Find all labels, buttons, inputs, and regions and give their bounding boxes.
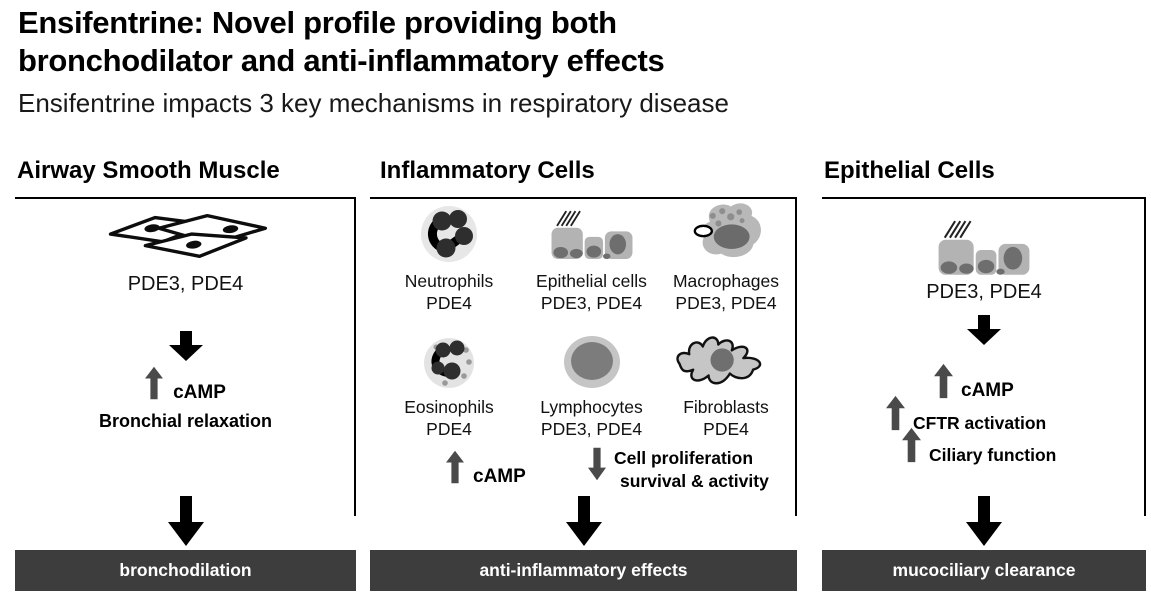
- eosinophil-icon: [421, 327, 477, 391]
- outcome-bar-bronchodilation: bronchodilation: [15, 550, 356, 591]
- smooth-muscle-icon: [15, 205, 356, 270]
- macrophage-icon: [686, 201, 766, 265]
- down-arrow-icon: [15, 331, 356, 361]
- camp-increase-effect: cAMP: [15, 366, 356, 405]
- cell-proliferation-label: Cell proliferation survival & activity: [614, 448, 769, 491]
- cell-name: Fibroblasts: [683, 397, 769, 417]
- up-arrow-icon: [934, 363, 953, 404]
- up-arrow-icon: [886, 395, 905, 436]
- cell-name: Epithelial cells: [536, 271, 647, 291]
- ciliary-function-label: Ciliary function: [929, 445, 1057, 465]
- page-title: Ensifentrine: Novel profile providing bo…: [18, 4, 665, 80]
- up-arrow-icon: [446, 450, 464, 489]
- page-title-line2: bronchodilator and anti-inflammatory eff…: [18, 43, 665, 78]
- camp-label: cAMP: [173, 382, 226, 403]
- enzyme-label: PDE3, PDE4: [127, 273, 244, 295]
- up-arrow-icon: [902, 427, 921, 468]
- camp-increase-effect: cAMP: [934, 363, 1014, 404]
- column-airway-smooth-muscle: Airway Smooth Muscle PDE3, PDE4: [15, 155, 356, 614]
- camp-increase-effect: cAMP: [446, 450, 526, 489]
- cell-name: Macrophages: [672, 271, 780, 291]
- column-frame: [15, 197, 356, 516]
- cell-name: Eosinophils: [404, 397, 494, 417]
- column-inflammatory-cells: Inflammatory Cells Neutrophils PDE4: [370, 155, 797, 614]
- neutrophil-icon: [418, 201, 480, 265]
- column-epithelial-cells: Epithelial Cells PDE3,: [822, 155, 1146, 614]
- cell-enzymes: PDE3, PDE4: [540, 293, 643, 313]
- cell-name: Neutrophils: [404, 271, 494, 291]
- cell-proliferation-decrease-effect: Cell proliferation survival & activity: [588, 447, 769, 493]
- camp-label: cAMP: [473, 466, 526, 487]
- camp-label: cAMP: [961, 380, 1014, 401]
- outcome-bar-mucociliary-clearance: mucociliary clearance: [822, 550, 1146, 591]
- cell-enzymes: PDE4: [426, 419, 472, 439]
- column-title-airway-smooth-muscle: Airway Smooth Muscle: [17, 157, 280, 184]
- cftr-activation-effect: CFTR activation: [886, 395, 1046, 436]
- down-small-arrow-icon: [588, 447, 606, 486]
- cftr-activation-label: CFTR activation: [913, 413, 1047, 433]
- column-frame: [822, 197, 1146, 516]
- cell-item-neutrophils: Neutrophils PDE4: [370, 201, 528, 314]
- cell-item-eosinophils: Eosinophils PDE4: [370, 327, 528, 440]
- epithelial-cells-icon: [546, 201, 638, 265]
- bronchial-relaxation-label: Bronchial relaxation: [98, 411, 273, 431]
- column-title-inflammatory-cells: Inflammatory Cells: [380, 157, 595, 184]
- up-arrow-icon: [145, 366, 164, 405]
- enzyme-label: PDE3, PDE4: [926, 281, 1042, 303]
- inflammatory-cells-grid: Neutrophils PDE4: [370, 201, 797, 440]
- cell-enzymes: PDE3, PDE4: [540, 419, 643, 439]
- fibroblast-icon: [671, 327, 781, 391]
- cell-item-macrophages: Macrophages PDE3, PDE4: [655, 201, 797, 314]
- down-arrow-icon: [370, 496, 797, 546]
- page-title-line1: Ensifentrine: Novel profile providing bo…: [18, 5, 617, 40]
- cell-enzymes: PDE4: [703, 419, 749, 439]
- down-arrow-icon: [822, 315, 1146, 345]
- lymphocyte-icon: [561, 327, 623, 391]
- cell-item-lymphocytes: Lymphocytes PDE3, PDE4: [528, 327, 655, 440]
- ciliary-function-effect: Ciliary function: [902, 427, 1056, 468]
- column-frame: [370, 197, 797, 516]
- page-subtitle: Ensifentrine impacts 3 key mechanisms in…: [18, 88, 729, 118]
- epithelial-cells-icon: [822, 217, 1146, 281]
- cell-name: Lymphocytes: [540, 397, 643, 417]
- down-arrow-icon: [822, 496, 1146, 546]
- cell-item-epithelial-cells: Epithelial cells PDE3, PDE4: [528, 201, 655, 314]
- cell-enzymes: PDE4: [426, 293, 472, 313]
- cell-enzymes: PDE3, PDE4: [675, 293, 777, 313]
- down-arrow-icon: [15, 496, 356, 546]
- column-title-epithelial-cells: Epithelial Cells: [824, 157, 995, 184]
- outcome-bar-anti-inflammatory: anti-inflammatory effects: [370, 550, 797, 591]
- cell-item-fibroblasts: Fibroblasts PDE4: [655, 327, 797, 440]
